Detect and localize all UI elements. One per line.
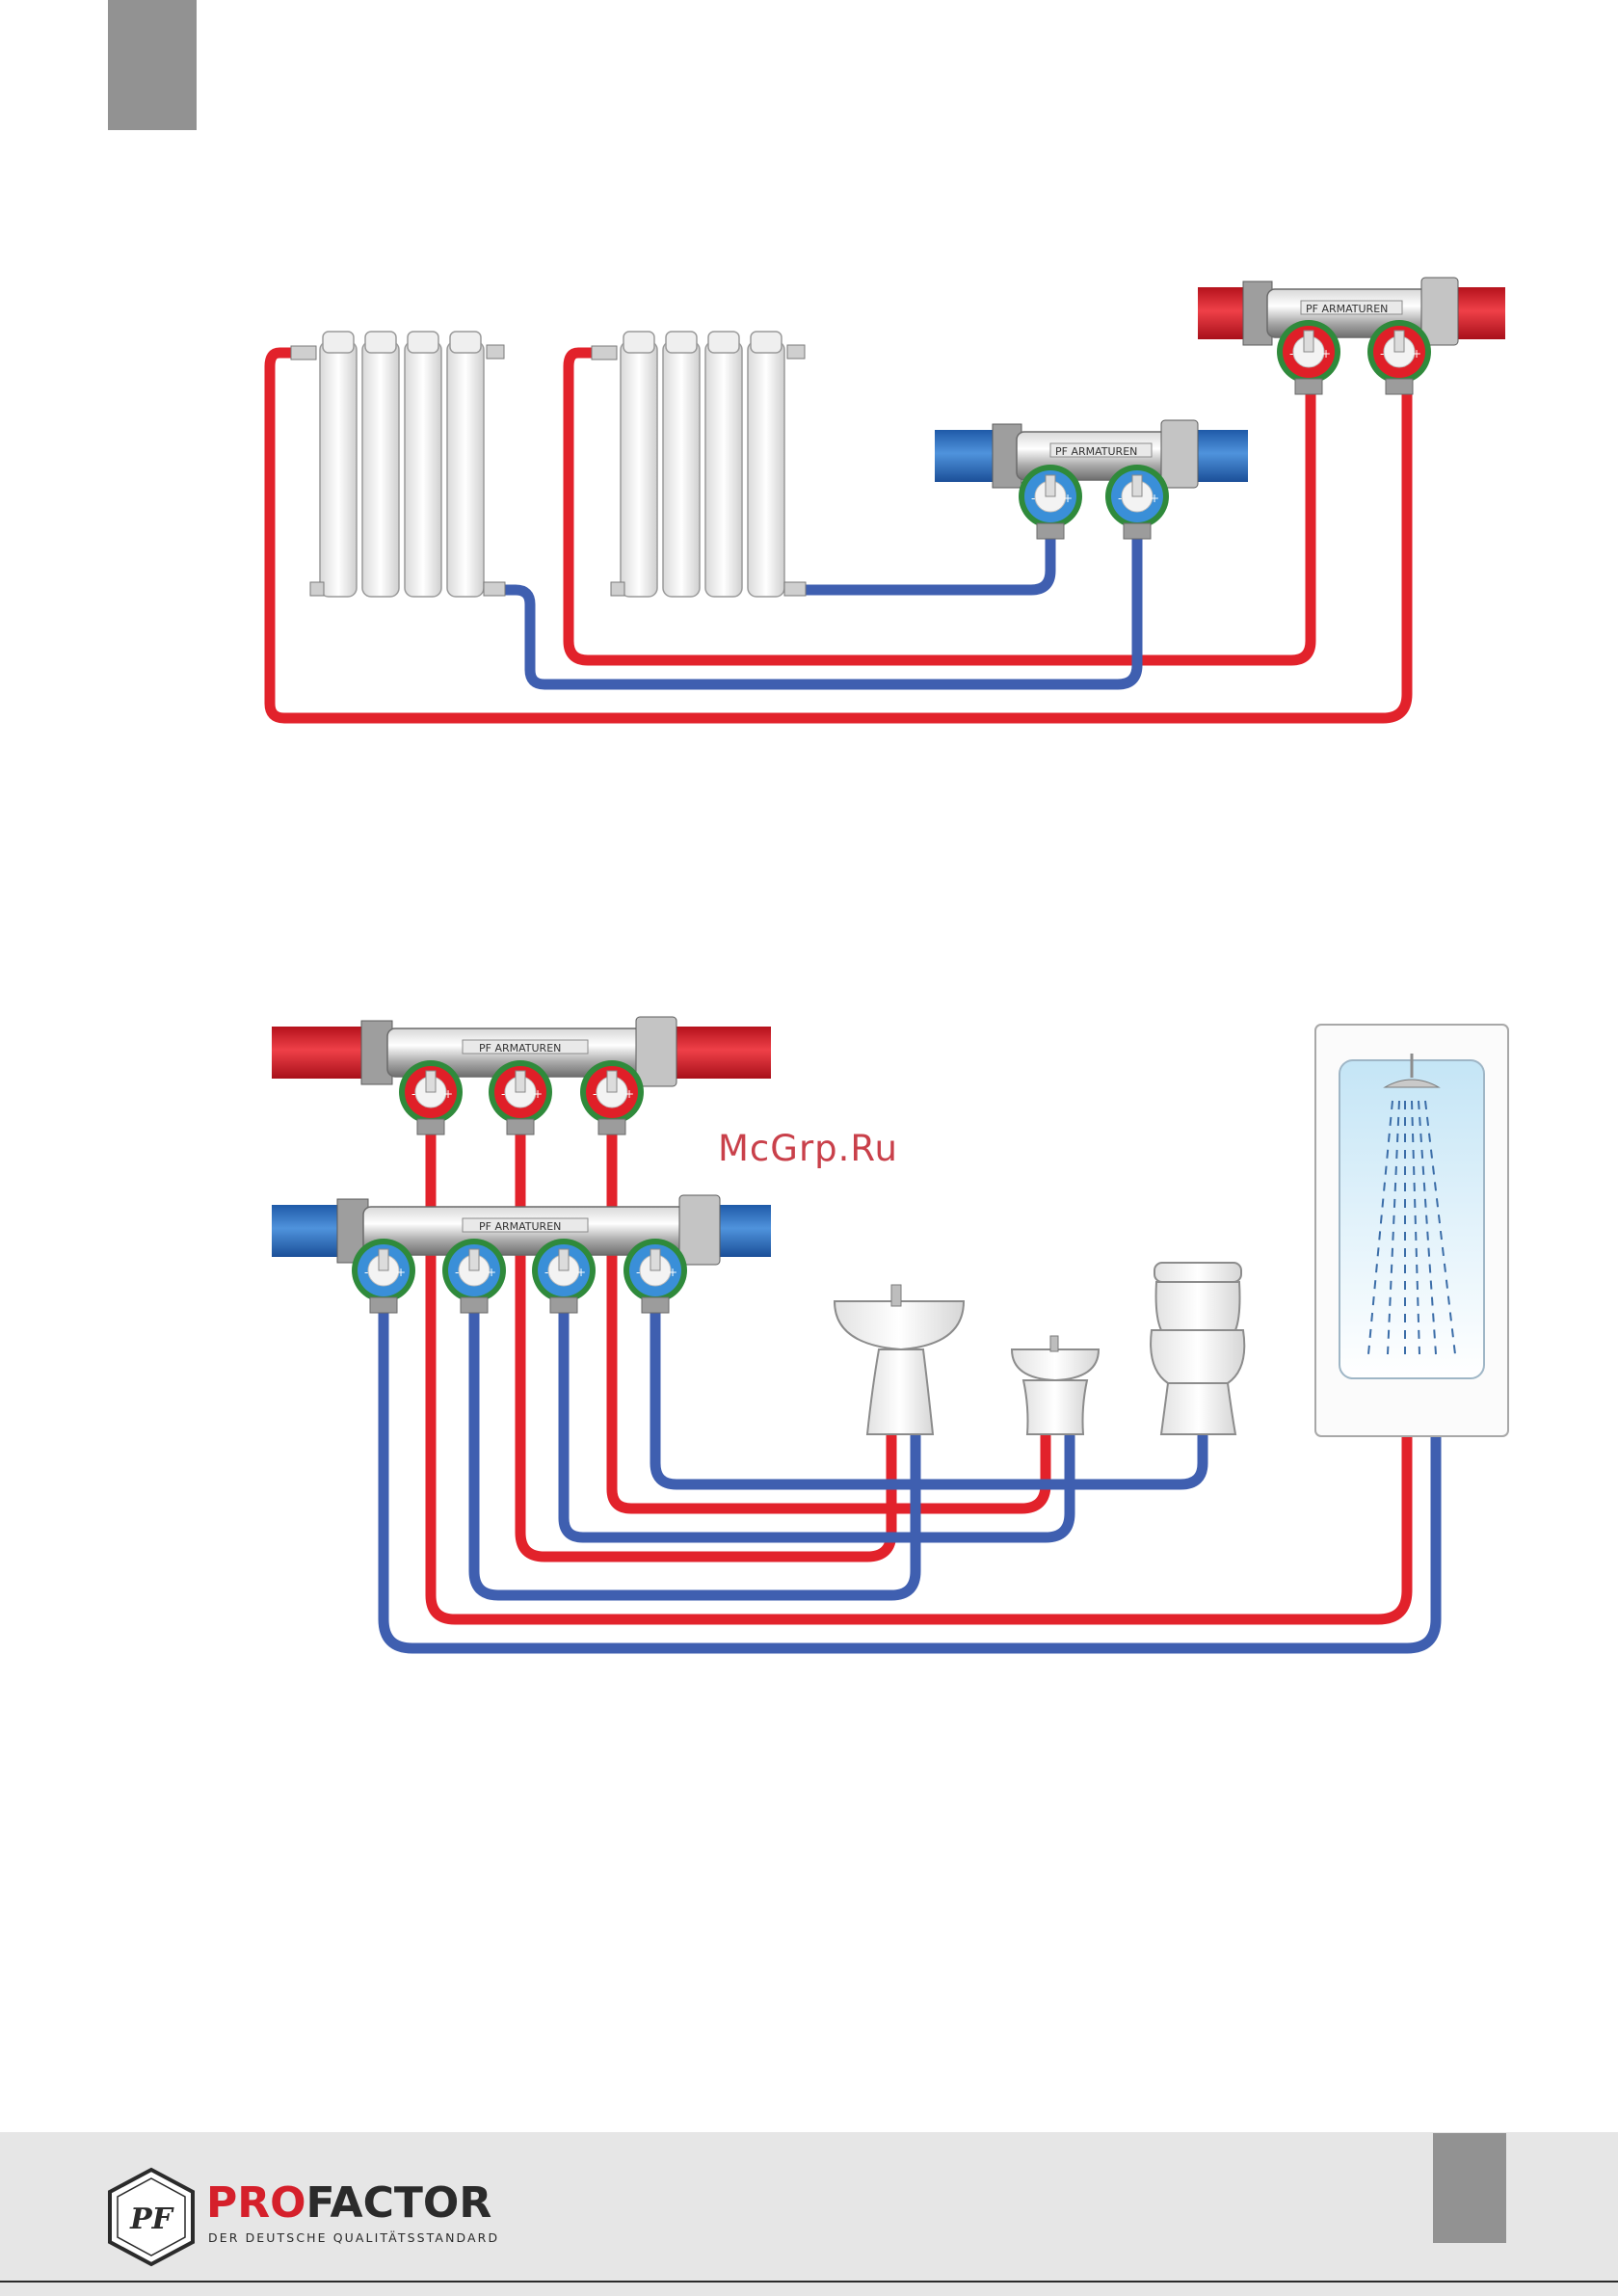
manifold-supply-2way: PF ARMATUREN [1198, 278, 1505, 394]
toilet [1151, 1263, 1244, 1434]
water-supply-diagram: PF ARMATUREN PF ARMATUREN [272, 1017, 1508, 1648]
radiator-1 [291, 332, 505, 597]
cold-line-radiator-2 [795, 525, 1050, 590]
footer-rule [0, 2281, 1618, 2283]
manifold-hot-3way: PF ARMATUREN [272, 1017, 771, 1135]
logo-emblem-icon: PF [106, 2167, 197, 2267]
bidet [1012, 1336, 1099, 1434]
shower-cabin [1315, 1025, 1508, 1436]
manifold-label: PF ARMATUREN [479, 1042, 561, 1055]
brand-pro: PRO [206, 2178, 306, 2228]
washbasin [835, 1285, 964, 1434]
radiator-2 [592, 332, 806, 597]
manifold-return-2way: PF ARMATUREN [935, 420, 1248, 539]
brand-tagline: DER DEUTSCHE QUALITÄTSSTANDARD [208, 2230, 499, 2245]
cold-line-washbasin [474, 1301, 915, 1595]
brand-factor: FACTOR [306, 2178, 492, 2228]
manifold-label: PF ARMATUREN [1306, 303, 1388, 315]
heating-diagram: PF ARMATUREN PF ARMATUREN [270, 278, 1505, 718]
page-tab-bottom [1433, 2133, 1506, 2243]
footer-bar: PF PROFACTOR DER DEUTSCHE QUALITÄTSSTAND… [0, 2132, 1618, 2296]
watermark-text: McGrp.Ru [718, 1128, 898, 1169]
logo-emblem-text: PF [129, 2203, 175, 2236]
manifold-label: PF ARMATUREN [479, 1220, 561, 1233]
manifold-label: PF ARMATUREN [1055, 445, 1137, 458]
cold-line-bidet [564, 1301, 1070, 1537]
brand-wordmark: PROFACTOR [206, 2182, 491, 2225]
